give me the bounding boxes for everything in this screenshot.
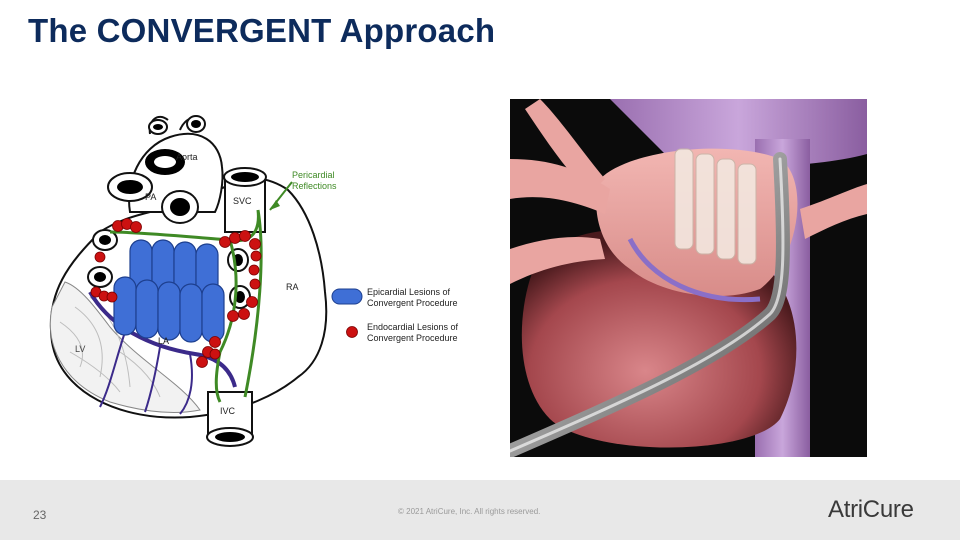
pa-label: PA [145,192,156,202]
legend-endocardial-2: Convergent Procedure [367,333,458,343]
aorta-label: Aorta [176,152,198,162]
atricure-logo: AtriCure [828,496,914,523]
legend-epicardial-swatch [331,288,363,305]
endocardial-lesions [90,218,262,368]
slide-title: The CONVERGENT Approach [28,12,496,49]
slide-number: 23 [33,508,47,522]
lv-label: LV [75,344,85,354]
legend-epicardial-2: Convergent Procedure [367,298,458,308]
ra-label: RA [286,282,299,292]
footer-bar: 23 © 2021 AtriCure, Inc. All rights rese… [0,480,960,540]
legend-epicardial-1: Epicardial Lesions of [367,287,451,297]
heart-render-image [510,99,867,457]
ivc-label: IVC [220,406,236,416]
pericardial-label-1: Pericardial [292,170,335,180]
copyright-text: © 2021 AtriCure, Inc. All rights reserve… [398,507,541,516]
coronary-vessel [88,291,237,388]
heart-diagram: Aorta PA SVC IVC RA Pericardial Reflecti… [49,115,459,447]
epicardial-lesions [113,239,225,343]
legend-endocardial-swatch [346,326,358,338]
heart-render-art [510,99,867,457]
svc-label: SVC [233,196,252,206]
pericardial-label-2: Reflections [292,181,337,191]
lv-region [49,281,201,413]
la-label: LA [158,336,169,346]
legend-endocardial-1: Endocardial Lesions of [367,322,459,332]
